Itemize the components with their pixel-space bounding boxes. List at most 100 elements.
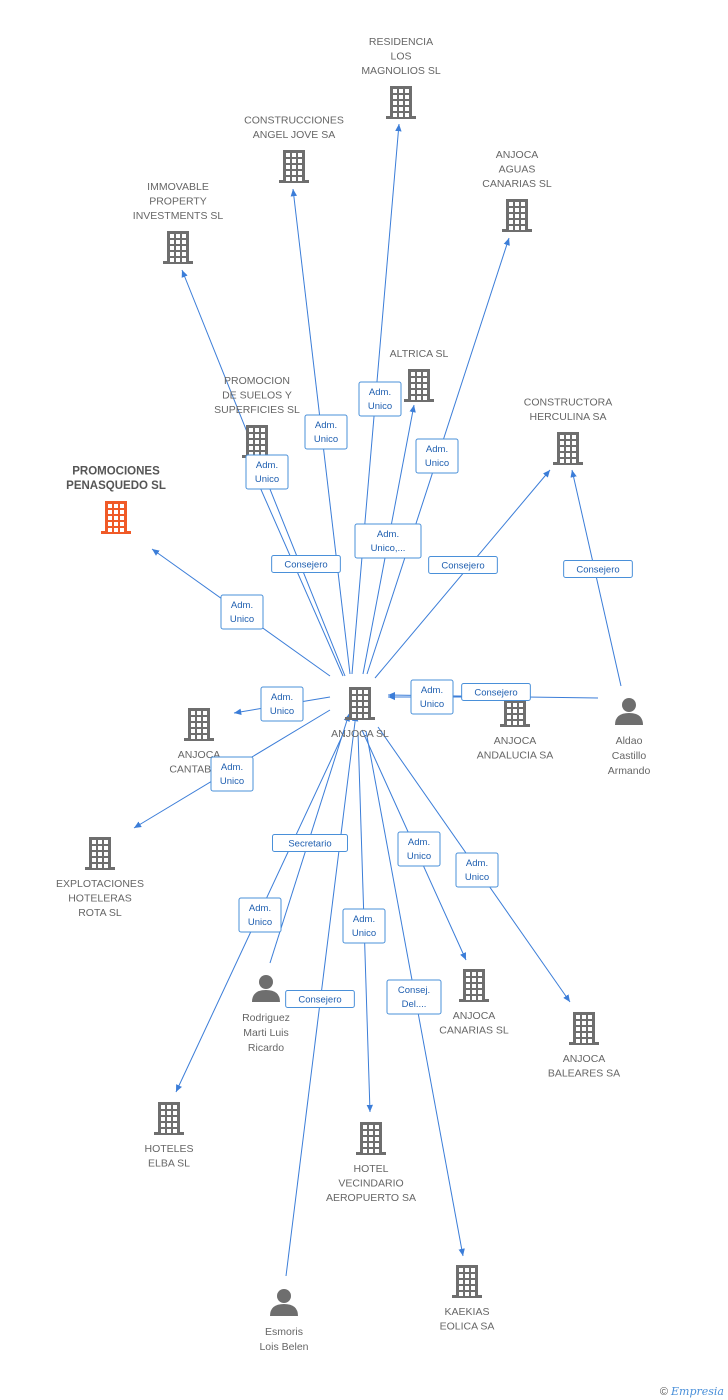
edge-label-text: Unico,... [371,543,406,554]
node-label: HERCULINA SA [529,411,606,423]
edge-label-text: Adm. [377,529,399,540]
node-label: ELBA SL [148,1158,190,1170]
node-label: AEROPUERTO SA [326,1192,416,1204]
edge-label-anjoca-construcciones[interactable]: Adm.Unico [304,414,348,450]
edge-label-text: Adm. [231,600,253,611]
building-icon [85,837,115,870]
building-icon [569,1012,599,1045]
person-icon [615,698,643,725]
edge-label-box [386,979,442,1015]
node-label: Esmoris [265,1326,303,1338]
node-label: INVESTMENTS SL [133,210,224,222]
node-label: DE SUELOS Y [222,390,292,402]
edge-label-text: Unico [465,872,489,883]
node-anjoca[interactable]: ANJOCA SL [331,687,389,740]
building-icon [404,369,434,402]
edge-label-aldao-herculina[interactable]: Consejero [563,560,633,578]
edge-label-text: Unico [248,917,272,928]
edge-label-box [354,523,422,559]
node-label: AGUAS [499,164,536,176]
node-label: Castillo [612,750,647,762]
node-label: IMMOVABLE [147,181,209,193]
building-icon [502,199,532,232]
edge-label-text: Consejero [284,560,327,571]
edge-label-anjoca-cantabria[interactable]: Adm.Unico [260,686,304,722]
edge-label-aldao-anjoca[interactable]: Consejero [461,683,531,701]
edge-label-text: Consej. [398,985,430,996]
building-icon [452,1265,482,1298]
node-label: CONSTRUCTORA [524,397,612,409]
edge-label-text: Del.... [402,999,427,1010]
node-label: Ricardo [248,1042,284,1054]
edge-label-anjoca-herculina[interactable]: Consejero [428,556,498,574]
node-label: ANGEL JOVE SA [253,129,335,141]
node-residencia[interactable]: RESIDENCIA LOS MAGNOLIOS SL [361,36,441,119]
edge-label-box [358,381,402,417]
edge-label-text: Adm. [256,460,278,471]
edge-label-box [271,555,341,573]
node-label: MAGNOLIOS SL [361,65,441,77]
edge-label-anjoca-baleares[interactable]: Adm. Unico [455,852,499,888]
edge-label-text: Unico [230,614,254,625]
node-label: Marti Luis [243,1027,289,1039]
node-construcciones[interactable]: CONSTRUCCIONES ANGEL JOVE SA [244,115,344,184]
edge-label-box [220,594,264,630]
node-label: ANJOCA [453,1010,496,1022]
edge-label-text: Unico [368,401,392,412]
node-label: HOTEL [353,1163,388,1175]
edge-label-anjoca-penasquedo[interactable]: Adm. Unico [220,594,264,630]
edge-label-anjoca-vecindario[interactable]: Adm.Unico [342,908,386,944]
edge-label-box [285,990,355,1008]
edge-label-andalucia-anjoca[interactable]: Adm.Unico [410,679,454,715]
edge-label-box [461,683,531,701]
edge-label-box [342,908,386,944]
edge-label-text: Adm. [369,387,391,398]
edge-label-anjoca-kaekias[interactable]: Consej. Del.... [386,979,442,1015]
node-herculina[interactable]: CONSTRUCTORA HERCULINA SA [524,397,612,466]
edge-label-anjoca-canarias[interactable]: Adm.Unico [397,831,441,867]
edge-label-text: Unico [220,776,244,787]
node-label: CONSTRUCCIONES [244,115,344,127]
edge-label-text: Unico [352,928,376,939]
edge-label-anjoca-immovable[interactable]: Adm.Unico [245,454,289,490]
empresia-logo[interactable]: Empresia [671,1385,724,1398]
person-icon [270,1289,298,1316]
node-label: PROMOCION [224,375,290,387]
edge-label-text: Adm. [466,858,488,869]
edge-label-esmoris-anjoca[interactable]: Consejero [285,990,355,1008]
edge-label-anjoca-explotaciones[interactable]: Adm.Unico [210,756,254,792]
edge-label-box [238,897,282,933]
edge-label-anjoca-altrica[interactable]: Adm. Unico,... [354,523,422,559]
node-altrica[interactable]: ALTRICA SL [390,348,449,402]
node-label: LOS [390,51,411,63]
node-label: RESIDENCIA [369,36,433,48]
edge-label-anjoca-aguas[interactable]: Adm.Unico [415,438,459,474]
edge-label-rodriguez-anjoca[interactable]: Secretario [272,834,348,852]
building-icon [500,694,530,727]
node-label: CANARIAS SL [482,178,552,190]
edge-label-anjoca-elba[interactable]: Adm.Unico [238,897,282,933]
edges-layer [133,123,622,1277]
building-icon [356,1122,386,1155]
edge-label-text: Adm. [315,420,337,431]
person-icon [252,975,280,1002]
footer-brand: © Empresia [660,1385,724,1398]
edge-label-anjoca-residencia[interactable]: Adm. Unico [358,381,402,417]
edge-label-anjoca-promocion_suelos[interactable]: Consejero [271,555,341,573]
edge-label-box [397,831,441,867]
